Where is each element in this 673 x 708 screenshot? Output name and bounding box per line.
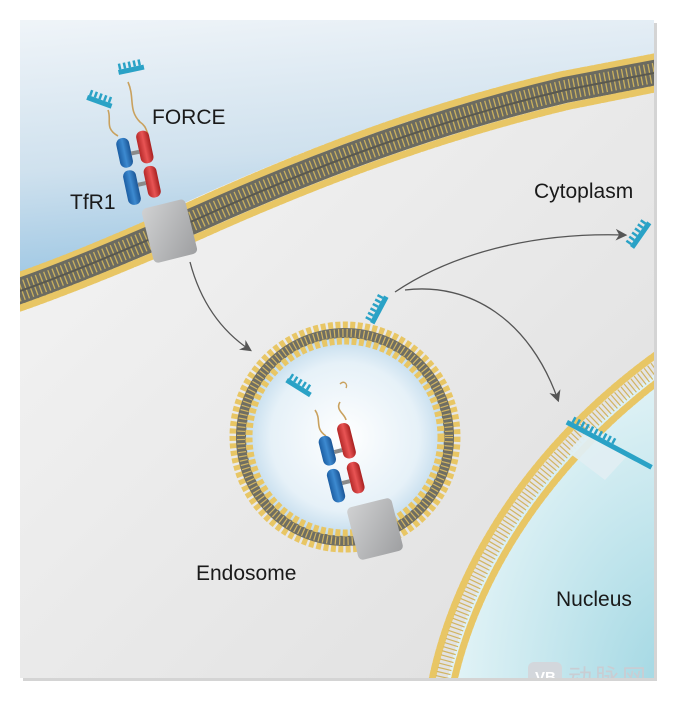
oligo-icon (365, 294, 389, 325)
oligo-icon (565, 416, 653, 470)
endosome-complex (285, 373, 403, 560)
extracellular-space (20, 20, 654, 273)
watermark-text: 动脉网 (568, 664, 649, 692)
oligo-icon (86, 89, 113, 109)
linker (127, 81, 149, 135)
tfr1-receptor (347, 498, 403, 560)
nuclear-pore (568, 425, 628, 480)
internalization-arrow (189, 261, 252, 352)
watermark: VB 动脉网 (528, 662, 649, 692)
watermark-badge (528, 662, 562, 678)
antibody-red-arm (143, 165, 161, 198)
antibody-red-arm (136, 130, 154, 164)
endosome-label: Endosome (196, 562, 296, 585)
antibody-blue-arm (116, 137, 133, 168)
tfr1-receptor (141, 199, 198, 263)
nuclear-envelope-inner (451, 380, 654, 678)
plasma-membrane (20, 53, 654, 312)
watermark-badge-text: VB (535, 669, 556, 686)
illustration: FORCE TfR1 Cytoplasm Endosome Nucleus VB… (20, 20, 654, 692)
surface-complex (86, 59, 198, 263)
cytoplasm-arrow (394, 228, 628, 293)
cytoplasm-label: Cytoplasm (534, 180, 633, 203)
nucleus-label: Nucleus (556, 588, 632, 611)
linker (107, 109, 119, 137)
force-label: FORCE (152, 106, 226, 129)
oligo-icon (285, 373, 312, 398)
oligo-icon (625, 219, 652, 249)
antibody-blue-arm (123, 170, 141, 205)
oligo-icon (117, 59, 145, 75)
nucleus (428, 351, 654, 678)
tfr1-label: TfR1 (70, 191, 116, 214)
nuclear-envelope-outer (428, 351, 654, 678)
nucleus-arrow (404, 288, 561, 403)
